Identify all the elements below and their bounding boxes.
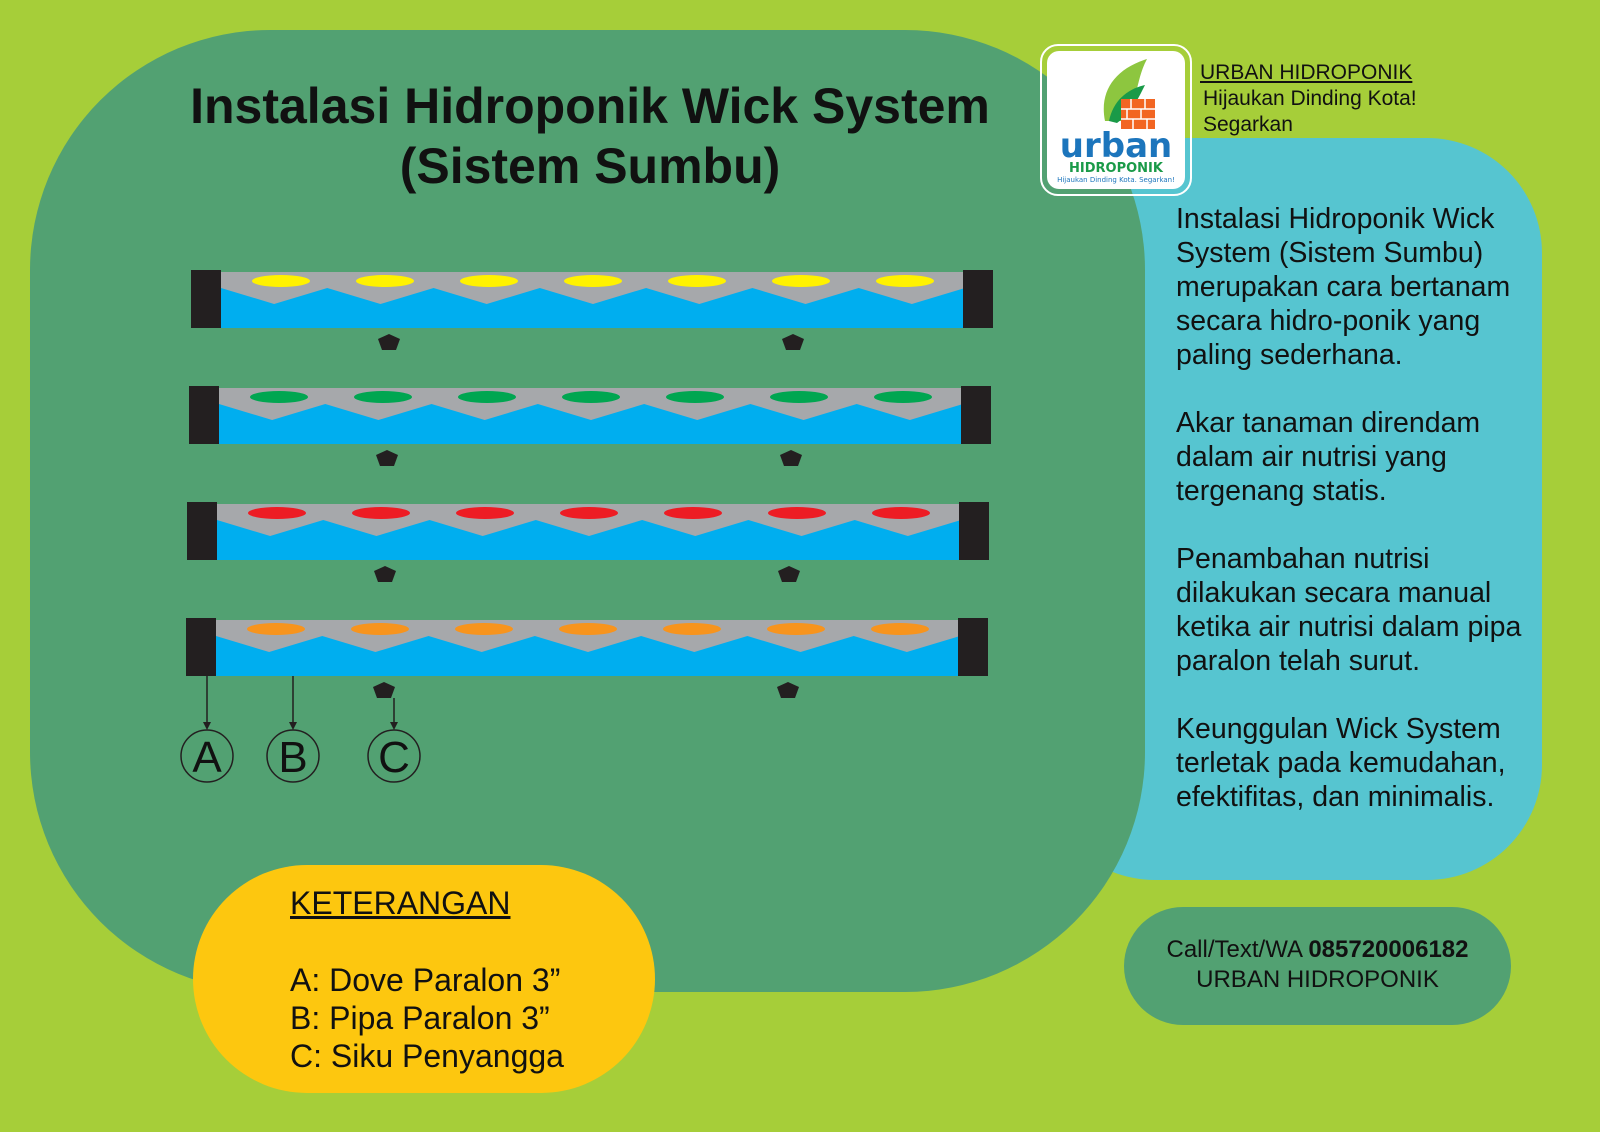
net-pot: [250, 391, 308, 403]
net-pot: [664, 507, 722, 519]
net-pot: [767, 623, 825, 635]
end-cap-right: [961, 386, 991, 444]
logo-word: urban: [1060, 126, 1172, 166]
label-circle: [266, 729, 320, 783]
title-line-1: Instalasi Hidroponik Wick System: [190, 78, 990, 134]
net-pot: [458, 391, 516, 403]
net-pot: [668, 275, 726, 287]
pipe-water: [216, 636, 960, 676]
description-text: Instalasi Hidroponik Wick System (Sistem…: [1176, 202, 1536, 848]
support-bracket: [778, 566, 800, 582]
contact-box: Call/Text/WA 085720006182 URBAN HIDROPON…: [1124, 907, 1511, 1025]
end-cap-right: [963, 270, 993, 328]
support-bracket: [373, 682, 395, 698]
net-pot: [876, 275, 934, 287]
description-paragraph-3: Penambahan nutrisi dilakukan secara manu…: [1176, 543, 1522, 677]
pipe-water: [219, 404, 963, 444]
end-cap-left: [186, 618, 216, 676]
support-bracket: [780, 450, 802, 466]
logo-brick-lines: [1121, 99, 1155, 129]
pipe-water: [221, 288, 965, 328]
net-pot: [248, 507, 306, 519]
net-pot: [460, 275, 518, 287]
contact-phone[interactable]: 085720006182: [1308, 936, 1469, 963]
description-paragraph-4: Keunggulan Wick System terletak pada kem…: [1176, 713, 1506, 813]
legend-title: KETERANGAN: [290, 885, 511, 921]
net-pot: [560, 507, 618, 519]
arrow-head-icon: [289, 722, 297, 730]
end-cap-right: [959, 502, 989, 560]
brand-tagline-1: Hijaukan Dinding Kota!: [1203, 87, 1417, 110]
support-bracket: [777, 682, 799, 698]
brand-name: URBAN HIDROPONIK: [1200, 61, 1413, 84]
legend-list: A: Dove Paralon 3” B: Pipa Paralon 3” C:…: [290, 961, 564, 1075]
net-pot: [768, 507, 826, 519]
label-c: C: [378, 733, 410, 782]
net-pot: [564, 275, 622, 287]
legend-item-a: A: Dove Paralon 3”: [290, 962, 561, 998]
net-pot: [874, 391, 932, 403]
logo-sub: HIDROPONIK: [1069, 161, 1164, 176]
logo-graphic: urban HIDROPONIK Hijaukan Dinding Kota. …: [1057, 59, 1175, 184]
arrow-head-icon: [390, 722, 398, 730]
end-cap-left: [191, 270, 221, 328]
label-circle: [180, 729, 234, 783]
end-cap-left: [187, 502, 217, 560]
logo-tagline: Hijaukan Dinding Kota. Segarkan!: [1057, 176, 1175, 184]
support-bracket: [782, 334, 804, 350]
net-pot: [663, 623, 721, 635]
support-bracket: [376, 450, 398, 466]
legend-box: KETERANGAN A: Dove Paralon 3” B: Pipa Pa…: [193, 865, 655, 1093]
net-pot: [666, 391, 724, 403]
net-pot: [354, 391, 412, 403]
logo-leaf-icon: [1103, 59, 1147, 121]
logo-image: urban HIDROPONIK Hijaukan Dinding Kota. …: [1047, 51, 1185, 189]
net-pot: [247, 623, 305, 635]
net-pot: [871, 623, 929, 635]
page-title: Instalasi Hidroponik Wick System (Sistem…: [140, 76, 1040, 196]
support-bracket: [374, 566, 396, 582]
net-pot: [352, 507, 410, 519]
contact-prefix: Call/Text/WA: [1166, 936, 1309, 963]
net-pot: [356, 275, 414, 287]
description-paragraph-2: Akar tanaman direndam dalam air nutrisi …: [1176, 407, 1481, 507]
support-bracket: [378, 334, 400, 350]
logo: urban HIDROPONIK Hijaukan Dinding Kota. …: [1040, 44, 1192, 196]
net-pot: [455, 623, 513, 635]
label-a: A: [192, 733, 222, 782]
net-pot: [351, 623, 409, 635]
net-pot: [872, 507, 930, 519]
label-circle: [367, 729, 421, 783]
pipe-water: [217, 520, 961, 560]
contact-name: URBAN HIDROPONIK: [1196, 966, 1439, 993]
net-pot: [456, 507, 514, 519]
net-pot: [770, 391, 828, 403]
label-b: B: [278, 733, 307, 782]
legend-item-c: C: Siku Penyangga: [290, 1038, 564, 1074]
brand-block: URBAN HIDROPONIK Hijaukan Dinding Kota! …: [1200, 60, 1417, 138]
net-pot: [559, 623, 617, 635]
end-cap-right: [958, 618, 988, 676]
net-pot: [772, 275, 830, 287]
end-cap-left: [189, 386, 219, 444]
description-paragraph-1: Instalasi Hidroponik Wick System (Sistem…: [1176, 203, 1511, 371]
brand-tagline-2: Segarkan: [1203, 113, 1293, 136]
net-pot: [252, 275, 310, 287]
title-line-2: (Sistem Sumbu): [399, 138, 781, 194]
net-pot: [562, 391, 620, 403]
contact-line: Call/Text/WA 085720006182: [1124, 935, 1511, 965]
arrow-head-icon: [203, 722, 211, 730]
legend-item-b: B: Pipa Paralon 3”: [290, 1000, 550, 1036]
